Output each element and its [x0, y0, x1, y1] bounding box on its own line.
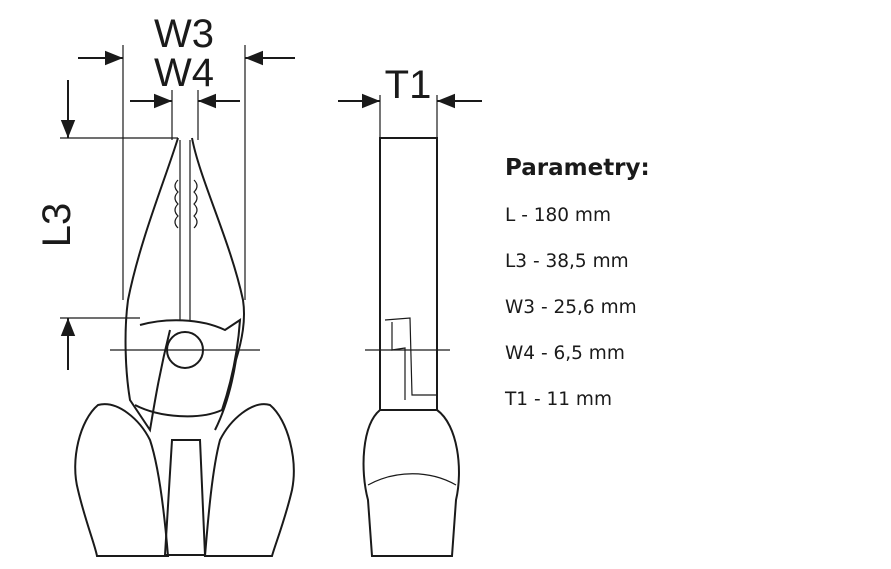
w4-label: W4 [154, 51, 214, 95]
l3-label: L3 [35, 203, 79, 248]
pliers-side-view [362, 95, 460, 557]
w3-label: W3 [154, 12, 214, 56]
parameter-row-w3: W3 - 25,6 mm [505, 297, 637, 318]
parameters-panel: Parametry: L - 180 mm L3 - 38,5 mm W3 - … [505, 155, 650, 423]
parameter-row-l3: L3 - 38,5 mm [505, 251, 629, 272]
t1-label: T1 [385, 63, 432, 107]
pliers-front-view [60, 45, 295, 557]
parameter-row-w4: W4 - 6,5 mm [505, 343, 625, 364]
parameters-title: Parametry: [505, 155, 650, 181]
parameter-row-l: L - 180 mm [505, 205, 611, 226]
parameter-row-t1: T1 - 11 mm [505, 389, 612, 410]
